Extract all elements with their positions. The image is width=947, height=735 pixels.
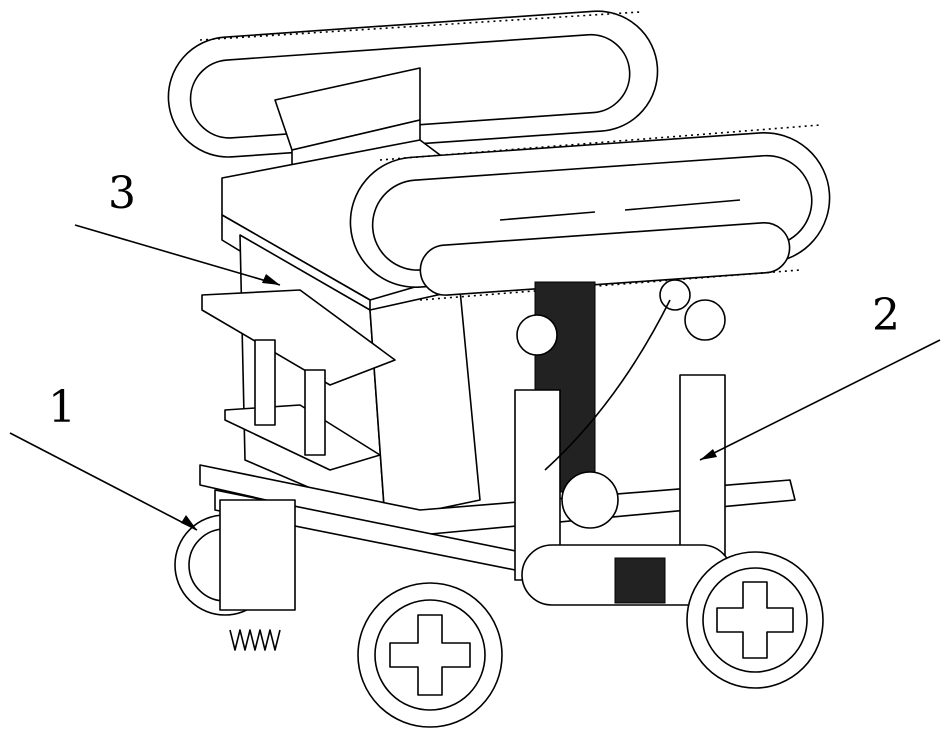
label-1: 1 [9,382,198,531]
label-2-text: 2 [872,290,900,341]
wheels [174,499,824,728]
label-1-text: 1 [48,382,76,433]
front-track [349,124,831,301]
label-3-text: 3 [108,168,136,219]
label-2: 2 [699,290,941,461]
label-3: 3 [74,168,281,286]
lift-columns [514,279,733,606]
